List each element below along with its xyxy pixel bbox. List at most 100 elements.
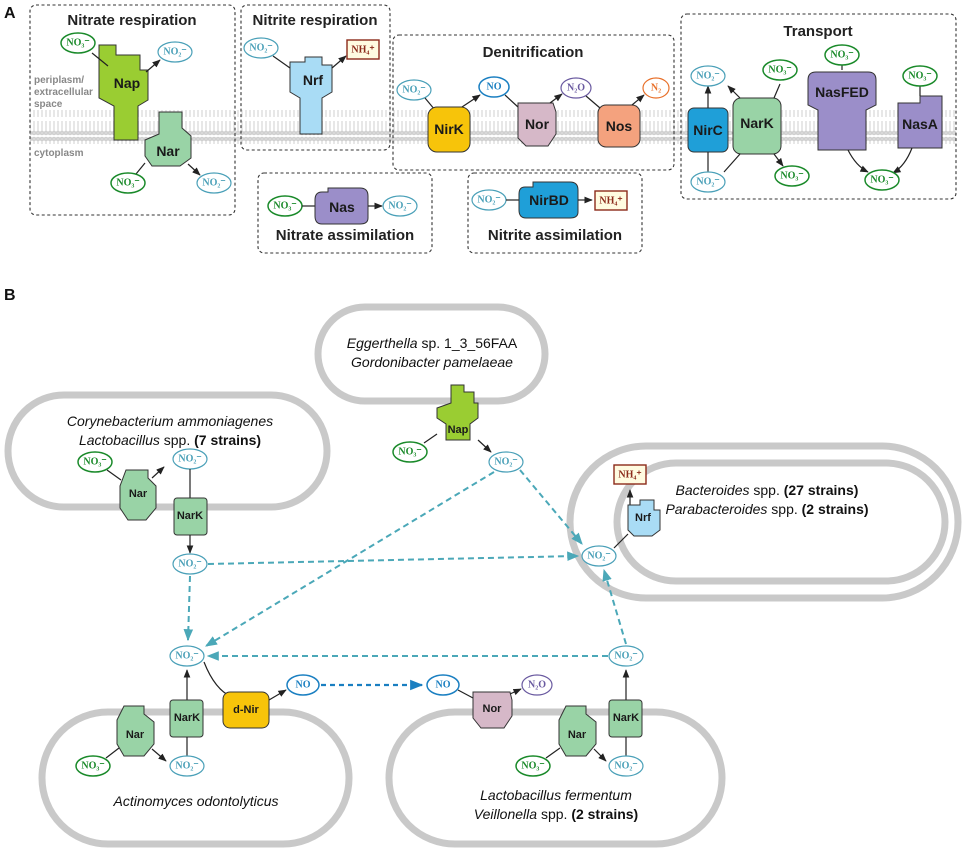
nirbd-nh4-text: NH₄⁺ bbox=[599, 196, 622, 207]
b-nrf-label: Nrf bbox=[635, 512, 651, 524]
box-transport bbox=[680, 13, 957, 200]
nirbd-label: NirBD bbox=[529, 192, 569, 208]
flow-cory-to-bacteroides bbox=[207, 551, 580, 565]
nrf-label: Nrf bbox=[303, 72, 324, 88]
nas-no2-text: NO₂⁻ bbox=[388, 201, 411, 212]
flow-nap-to-hub bbox=[204, 471, 495, 647]
nirc-no2-in bbox=[690, 171, 726, 193]
box-nitrite-respiration bbox=[240, 4, 391, 151]
nirc-no2-in-text: NO₂⁻ bbox=[696, 177, 719, 188]
nark-enzyme-shape bbox=[732, 97, 782, 155]
b-nar2-no3-text: NO₃⁻ bbox=[81, 761, 104, 772]
nap-no2-text: NO₂⁻ bbox=[163, 47, 186, 58]
b-nar2-label: Nar bbox=[126, 729, 145, 741]
b-nap-no2-text: NO₂⁻ bbox=[494, 457, 517, 468]
nasfed-down-arrow bbox=[847, 149, 869, 173]
b-nap-substrate-line bbox=[423, 433, 438, 444]
nasfed-enzyme-shape bbox=[807, 71, 877, 151]
nos-substrate-line bbox=[585, 95, 601, 109]
title-nitrate-respiration: Nitrate respiration bbox=[67, 12, 196, 29]
org-bacteroides: Bacteroides spp. (27 strains) bbox=[676, 482, 859, 498]
nap-label: Nap bbox=[114, 75, 140, 91]
nirk-enzyme-shape bbox=[427, 106, 471, 153]
b-nark3-no2-out-text: NO₂⁻ bbox=[614, 651, 637, 662]
panel-label-b: B bbox=[4, 287, 16, 304]
label-extracellular: extracellular bbox=[34, 87, 93, 98]
b-nar3-label: Nar bbox=[568, 729, 587, 741]
nasfed-no3-out bbox=[824, 44, 860, 66]
nor-enzyme-shape bbox=[517, 102, 557, 147]
title-nitrite-assimilation: Nitrite assimilation bbox=[488, 227, 622, 244]
cell-lactobacillus-fermentum bbox=[385, 708, 726, 848]
b-dnir-product-arrow bbox=[268, 689, 287, 701]
box-nitrite-assimilation bbox=[467, 172, 643, 254]
b-nark3-no2-in bbox=[608, 755, 644, 777]
nap-no2-mol bbox=[157, 41, 193, 63]
nirbd-nh4-mol bbox=[594, 190, 628, 211]
b-nar3-enzyme-shape bbox=[558, 705, 597, 757]
den-no-mol bbox=[478, 76, 510, 98]
b-nark1-label: NarK bbox=[177, 510, 203, 522]
b-nar2-product-arrow bbox=[151, 748, 167, 762]
b-nap-no3-text: NO₃⁻ bbox=[398, 447, 421, 458]
nar-enzyme-shape bbox=[144, 111, 192, 167]
nark-no3-in-text: NO₃⁻ bbox=[780, 171, 803, 182]
b-nrf-enzyme-shape bbox=[627, 499, 661, 537]
nirbd-no2-text: NO₂⁻ bbox=[477, 195, 500, 206]
nrf-nh4-mol bbox=[346, 39, 380, 60]
box-nitrate-respiration bbox=[29, 4, 236, 216]
panel-label-a: A bbox=[4, 5, 16, 22]
title-denitrification: Denitrification bbox=[483, 44, 584, 61]
transport-no3-in-text: NO₃⁻ bbox=[870, 175, 893, 186]
nor-substrate-line bbox=[504, 94, 519, 108]
nrf-product-arrow bbox=[331, 55, 347, 69]
nirk-label: NirK bbox=[434, 121, 464, 137]
nar-no2-mol bbox=[196, 172, 232, 194]
org-corynebacterium: Corynebacterium ammoniagenes bbox=[67, 413, 273, 429]
nap-no3-text: NO₃⁻ bbox=[66, 38, 89, 49]
den-n2o-text: N₂O bbox=[567, 83, 585, 94]
b-dnir-substrate-line bbox=[203, 661, 233, 698]
nark-no3-out bbox=[762, 59, 798, 81]
b-nor-product-arrow bbox=[509, 688, 522, 696]
b-nar1-no3-mol bbox=[77, 451, 113, 473]
nap-substrate-line bbox=[91, 52, 109, 67]
org-eggerthella: Eggerthella sp. 1_3_56FAA bbox=[347, 335, 518, 351]
label-periplasm: periplasm/ bbox=[34, 75, 84, 86]
nrf-no2-text: NO₂⁻ bbox=[249, 43, 272, 54]
b-nark1-no2-mol bbox=[172, 553, 208, 575]
b-nrf-substrate-line bbox=[613, 533, 629, 549]
transport-no3-in bbox=[864, 169, 900, 191]
cell-bacteroides-inner bbox=[613, 459, 949, 585]
label-cytoplasm: cytoplasm bbox=[34, 148, 84, 159]
b-nar1-label: Nar bbox=[129, 488, 148, 500]
flow-lacto-to-bacteroides bbox=[602, 568, 627, 645]
nap-enzyme-shape bbox=[98, 44, 149, 141]
nrf-nh4-text: NH₄⁺ bbox=[351, 45, 374, 56]
b-nar3-product-arrow bbox=[593, 748, 607, 762]
nark-label: NarK bbox=[740, 115, 773, 131]
b-nap-no3-mol bbox=[392, 441, 428, 463]
b-nark3-label: NarK bbox=[613, 712, 639, 724]
cell-bacteroides-outer bbox=[566, 442, 962, 602]
b-nor-no-mol bbox=[426, 674, 460, 696]
b-nar3-substrate-line bbox=[545, 747, 561, 759]
den-n2o-mol bbox=[560, 77, 592, 99]
b-nrf-nh4-text: NH₄⁺ bbox=[618, 470, 641, 481]
nar-no2-text: NO₂⁻ bbox=[202, 178, 225, 189]
b-nark2-no2-text: NO₂⁻ bbox=[175, 761, 198, 772]
den-n2-mol bbox=[642, 77, 670, 99]
b-nor-n2o-text: N₂O bbox=[528, 680, 546, 691]
b-dnir-label: d-Nir bbox=[233, 704, 259, 716]
title-nitrate-assimilation: Nitrate assimilation bbox=[276, 227, 414, 244]
nap-product-arrow bbox=[145, 59, 161, 73]
nasa-no3-out bbox=[902, 65, 938, 87]
b-nar3-no3-mol bbox=[515, 755, 551, 777]
nasa-label: NasA bbox=[902, 116, 938, 132]
title-transport: Transport bbox=[783, 23, 852, 40]
box-denitrification bbox=[392, 34, 675, 171]
nrf-no2-mol bbox=[243, 37, 279, 59]
b-nrf-no2-text: NO₂⁻ bbox=[587, 551, 610, 562]
b-nark3-no2-in-text: NO₂⁻ bbox=[614, 761, 637, 772]
org-veillonella: Veillonella spp. (2 strains) bbox=[474, 806, 638, 822]
